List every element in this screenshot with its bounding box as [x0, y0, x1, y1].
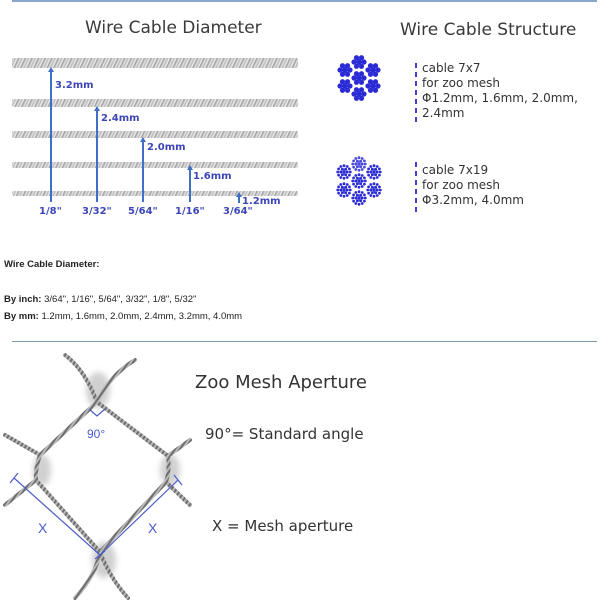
aperture-title: Zoo Mesh Aperture: [195, 372, 367, 393]
cable-7x7-cross-section-icon: [337, 55, 381, 101]
spec-line: for zoo mesh: [422, 76, 501, 90]
angle-description: 90°= Standard angle: [205, 425, 364, 443]
cable-7x19-spec: cable 7x19 for zoo mesh Φ3.2mm, 4.0mm: [422, 163, 524, 208]
arrow-up-icon: [235, 192, 242, 197]
spec-line: Φ3.2mm, 4.0mm: [422, 193, 524, 207]
mm-label: 2.0mm: [147, 142, 186, 153]
measure-line-5: [238, 195, 240, 203]
spec-line: cable 7x7: [422, 61, 481, 75]
by-inch-values: 3/64", 1/16", 5/64", 3/32", 1/8", 5/32": [41, 294, 197, 305]
spec-line: cable 7x19: [422, 163, 489, 177]
arrow-up-icon: [139, 137, 146, 142]
by-inch-row: By inch: 3/64", 1/16", 5/64", 3/32", 1/8…: [4, 294, 196, 305]
x-annotation-left: X: [38, 520, 48, 536]
mm-label: 1.2mm: [242, 196, 281, 207]
spec-line: 2.4mm: [422, 106, 465, 120]
x-annotation-right: X: [148, 520, 158, 536]
by-mm-label: By mm:: [4, 311, 39, 322]
mm-label: 3.2mm: [55, 80, 94, 91]
cable-7x19-cross-section-icon: [336, 156, 382, 206]
by-mm-values: 1.2mm, 1.6mm, 2.0mm, 2.4mm, 3.2mm, 4.0mm: [38, 311, 243, 322]
dashed-bar-7x7: [415, 63, 417, 123]
inch-label: 5/64": [128, 206, 158, 217]
mm-label: 2.4mm: [101, 113, 140, 124]
measure-line-3: [142, 140, 144, 202]
by-mm-row: By mm: 1.2mm, 1.6mm, 2.0mm, 2.4mm, 3.2mm…: [4, 311, 242, 322]
arrow-up-icon: [47, 67, 54, 72]
section-divider: [12, 341, 597, 342]
measure-line-2: [96, 109, 98, 202]
angle-annotation: 90°: [87, 427, 106, 441]
cable-1-2mm: [12, 191, 298, 196]
arrow-up-icon: [186, 165, 193, 170]
zoo-mesh-photo: [3, 353, 192, 600]
cable-3-2mm: [12, 58, 298, 68]
cable-2-4mm: [12, 99, 298, 107]
dashed-bar-7x19: [415, 162, 417, 212]
diameter-panel-title: Wire Cable Diameter: [85, 18, 262, 38]
cable-7x7-spec: cable 7x7 for zoo mesh Φ1.2mm, 1.6mm, 2.…: [422, 61, 578, 121]
aperture-description: X = Mesh aperture: [212, 517, 354, 535]
top-divider: [12, 0, 597, 2]
measure-line-1: [50, 70, 52, 202]
inch-label: 1/8": [39, 206, 62, 217]
mm-label: 1.6mm: [193, 171, 232, 182]
inch-label: 3/32": [82, 206, 112, 217]
spec-line: Φ1.2mm, 1.6mm, 2.0mm,: [422, 91, 578, 105]
cable-1-6mm: [12, 162, 298, 168]
structure-panel-title: Wire Cable Structure: [400, 20, 577, 40]
inch-label: 1/16": [175, 206, 205, 217]
arrow-up-icon: [93, 106, 100, 111]
cable-2-0mm: [12, 131, 298, 138]
spec-line: for zoo mesh: [422, 178, 501, 192]
diameter-text-heading: Wire Cable Diameter:: [4, 259, 100, 270]
by-inch-label: By inch:: [4, 294, 42, 305]
measure-line-4: [189, 168, 191, 202]
inch-label: 3/64": [223, 206, 253, 217]
